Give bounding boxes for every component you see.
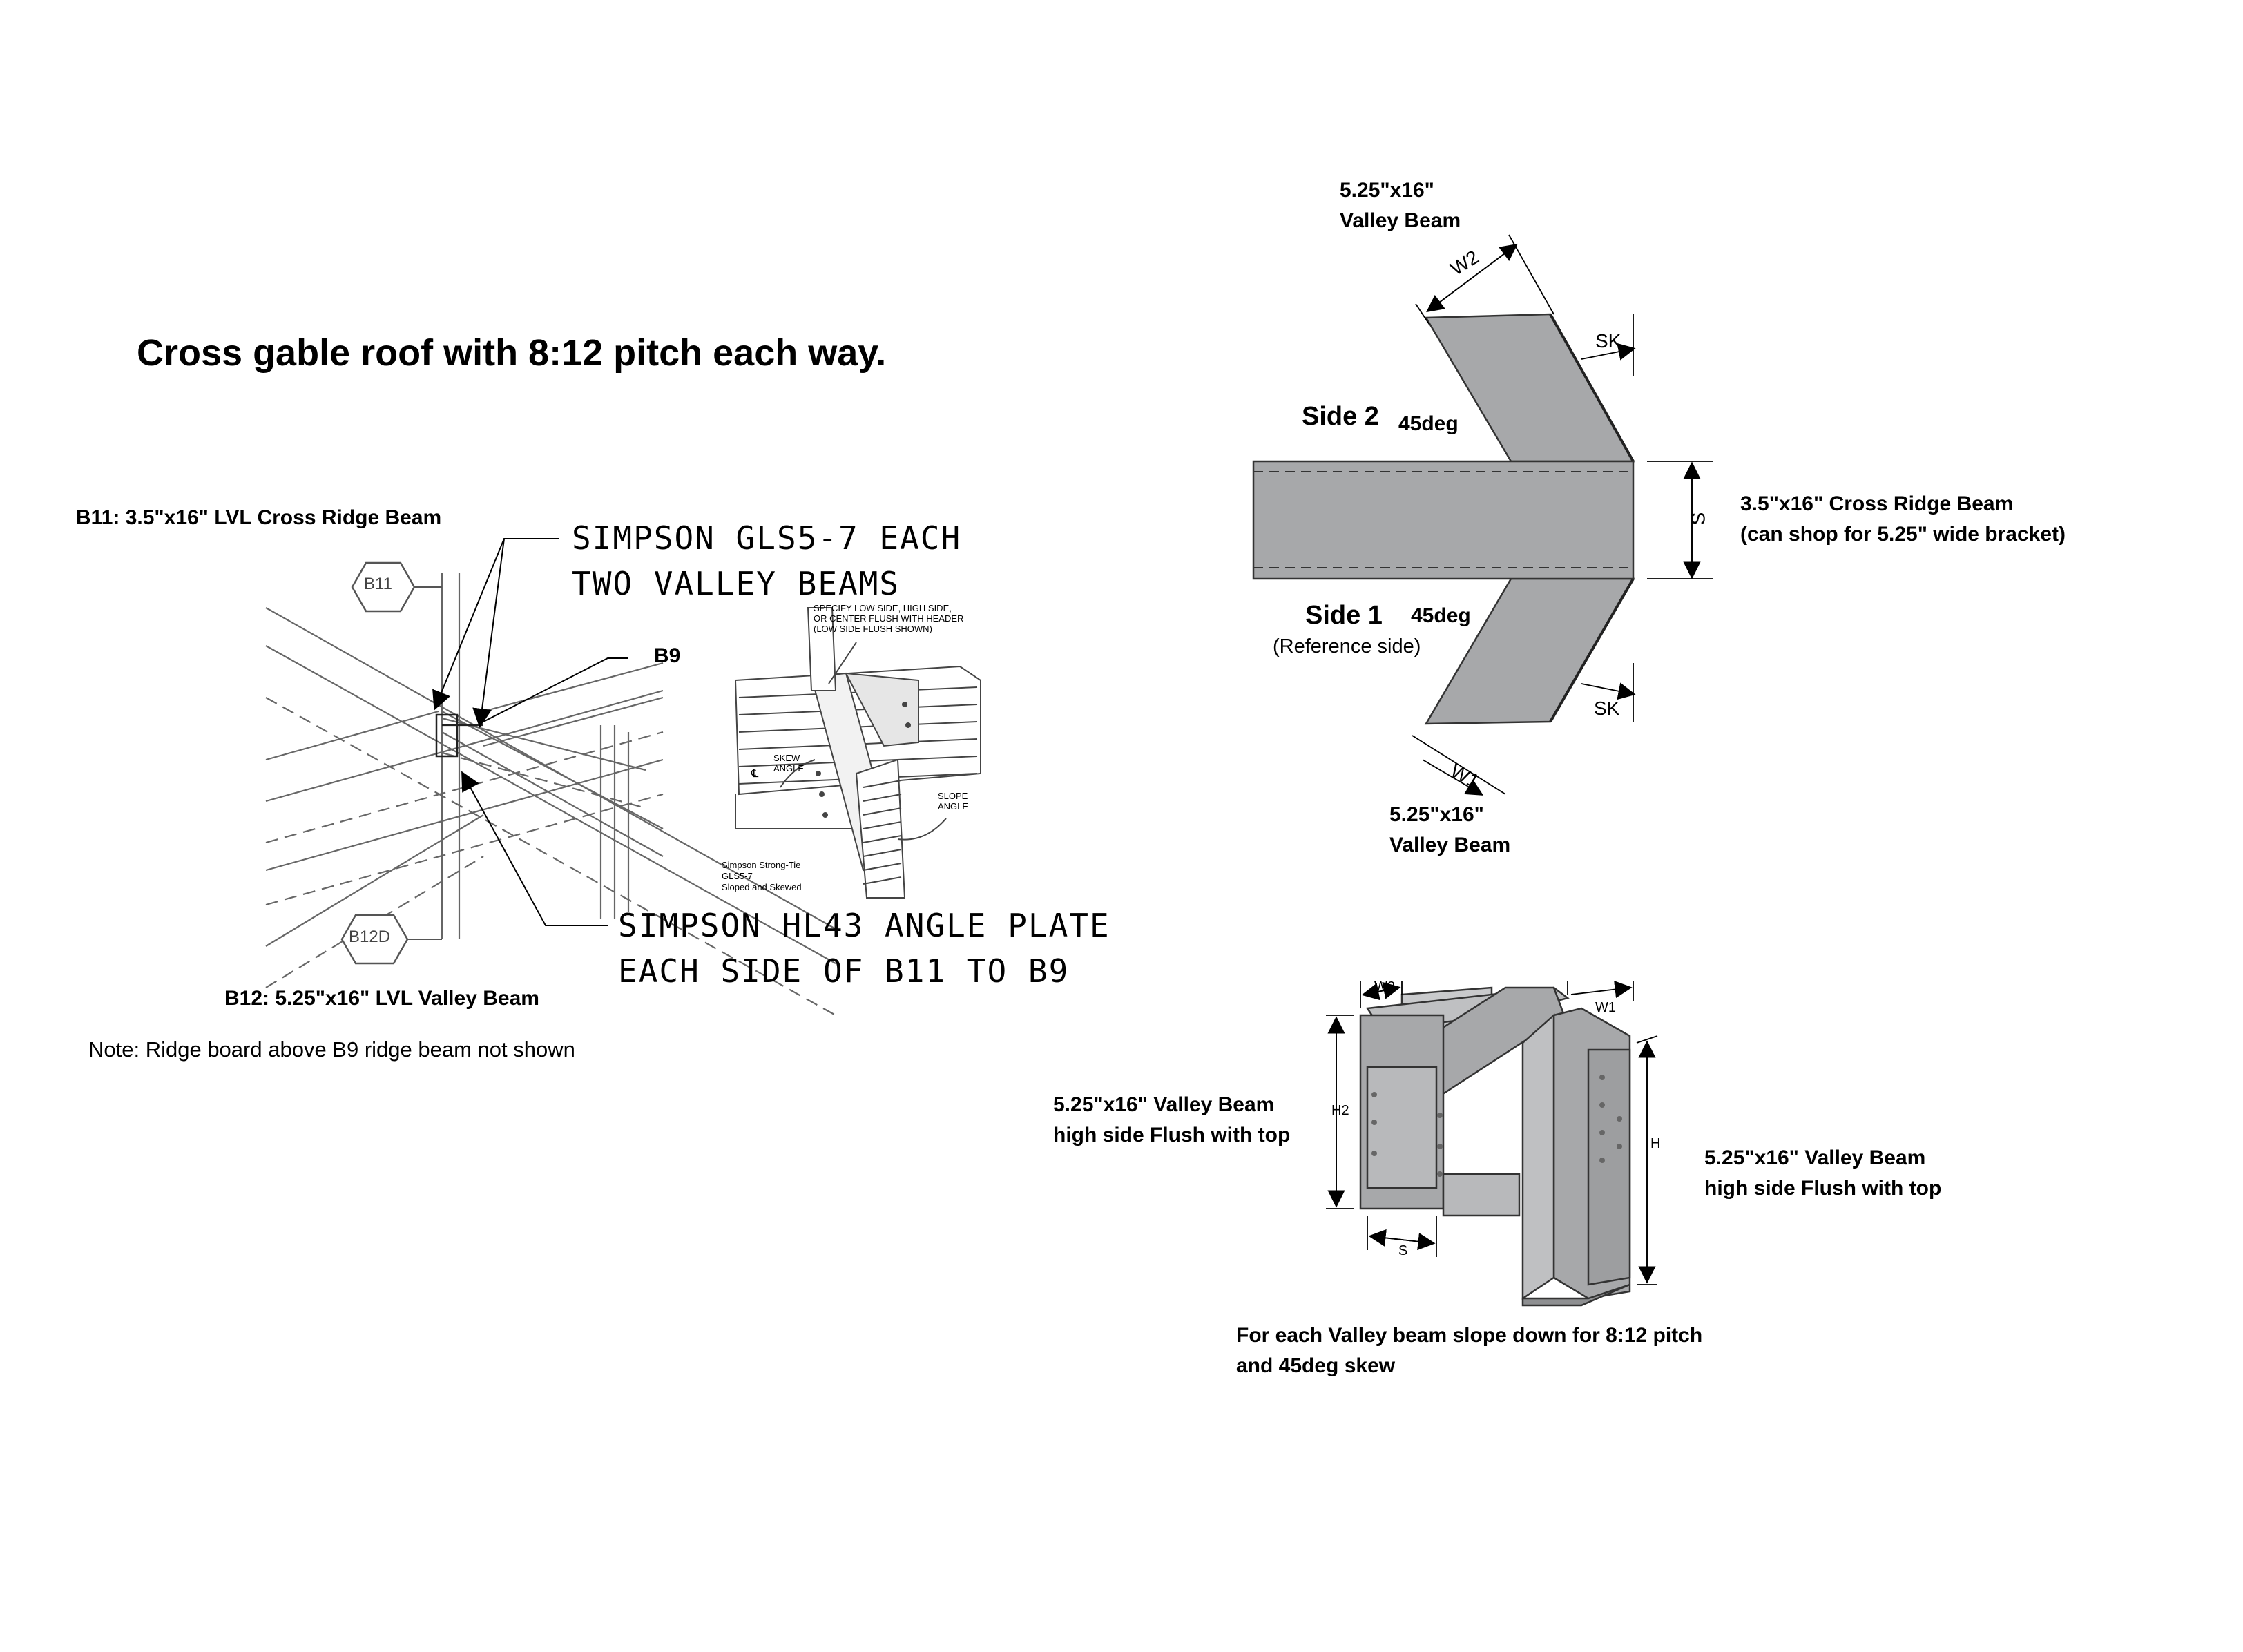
side1-label: Side 1 — [1305, 601, 1383, 630]
b11-tag-text: B11 — [364, 575, 392, 593]
top-valley-line1: 5.25"x16" — [1340, 179, 1434, 202]
sk-bottom-dimension: SK — [1594, 698, 1620, 719]
slope-instruction-label: For each Valley beam slope down for 8:12… — [1236, 1320, 1702, 1381]
inset-spec-line1: SPECIFY LOW SIDE, HIGH SIDE, — [814, 603, 952, 613]
s-dimension-3d: S — [1398, 1243, 1408, 1258]
slope-instruction-line1: For each Valley beam slope down for 8:12… — [1236, 1324, 1703, 1347]
b11-label: B11: 3.5"x16" LVL Cross Ridge Beam — [76, 506, 442, 529]
sk-top-dimension: SK — [1595, 330, 1621, 352]
inset-caption-line3: Sloped and Skewed — [722, 882, 802, 892]
callout-leaders — [432, 538, 628, 926]
b9-label: B9 — [654, 644, 681, 667]
bottom-valley-label: 5.25"x16" Valley Beam — [1389, 800, 1510, 861]
w1-dimension-3d: W1 — [1595, 1000, 1616, 1015]
page-title: Cross gable roof with 8:12 pitch each wa… — [137, 332, 887, 374]
inset-skew-line2: ANGLE — [773, 763, 805, 774]
gls-callout-line2: TWO VALLEY BEAMS — [572, 565, 901, 602]
gls-inset-illustration — [734, 607, 981, 899]
bracket-holes — [1371, 1075, 1622, 1177]
inset-slope-line1: SLOPE — [938, 791, 968, 801]
top-valley-line2: Valley Beam — [1340, 209, 1461, 232]
inset-centerline: ℄ — [751, 768, 759, 780]
b12-tag-text: B12D — [349, 928, 391, 946]
top-dimensions — [1412, 234, 1713, 796]
h2-dimension-3d: H2 — [1331, 1103, 1349, 1118]
side2-degree: 45deg — [1398, 412, 1459, 435]
inset-skew-line1: SKEW — [773, 753, 800, 763]
bottom-valley-line1: 5.25"x16" — [1389, 803, 1484, 826]
right-valley-flush-line2: high side Flush with top — [1704, 1177, 1942, 1200]
left-valley-flush-line2: high side Flush with top — [1053, 1124, 1291, 1146]
bottom-bracket-3d — [1359, 986, 1631, 1307]
right-valley-flush-label: 5.25"x16" Valley Beam high side Flush wi… — [1704, 1143, 1941, 1204]
top-bracket-plan — [1252, 313, 1635, 725]
b12-label: B12: 5.25"x16" LVL Valley Beam — [224, 987, 539, 1010]
bottom-valley-line2: Valley Beam — [1389, 834, 1511, 856]
right-valley-flush-line1: 5.25"x16" Valley Beam — [1704, 1146, 1926, 1169]
inset-slope-angle: SLOPE ANGLE — [938, 791, 968, 811]
reference-side: (Reference side) — [1273, 635, 1421, 657]
top-valley-label: 5.25"x16" Valley Beam — [1340, 175, 1461, 236]
inset-spec-line2: OR CENTER FLUSH WITH HEADER — [814, 613, 964, 624]
side1-degree: 45deg — [1411, 604, 1471, 627]
inset-caption: Simpson Strong-Tie GLS5-7 Sloped and Ske… — [722, 860, 802, 893]
w2-dimension-3d: W2 — [1374, 979, 1395, 995]
hl-callout-line2: EACH SIDE OF B11 TO B9 — [618, 952, 1070, 990]
ridge-seat — [1252, 460, 1635, 580]
left-valley-flush-label: 5.25"x16" Valley Beam high side Flush wi… — [1053, 1090, 1290, 1151]
inset-spec-note: SPECIFY LOW SIDE, HIGH SIDE, OR CENTER F… — [814, 603, 963, 634]
inset-slope-line2: ANGLE — [938, 801, 969, 811]
inset-caption-line1: Simpson Strong-Tie — [722, 860, 801, 870]
inset-spec-line3: (LOW SIDE FLUSH SHOWN) — [814, 624, 932, 634]
ridge-note: Note: Ridge board above B9 ridge beam no… — [88, 1037, 575, 1062]
inset-skew-angle: SKEW ANGLE — [773, 753, 804, 774]
side2-label: Side 2 — [1302, 402, 1379, 431]
cross-ridge-label: 3.5"x16" Cross Ridge Beam (can shop for … — [1740, 489, 2066, 550]
s-dimension-top: S — [1687, 512, 1709, 526]
hl-callout-line1: SIMPSON HL43 ANGLE PLATE — [618, 907, 1110, 944]
cross-ridge-line1: 3.5"x16" Cross Ridge Beam — [1740, 492, 2014, 515]
bottom-dimensions — [1326, 981, 1658, 1285]
left-valley-flush-line1: 5.25"x16" Valley Beam — [1053, 1093, 1275, 1116]
h-dimension-3d: H — [1650, 1136, 1661, 1151]
gls-callout-line1: SIMPSON GLS5-7 EACH — [572, 519, 962, 557]
slope-instruction-line2: and 45deg skew — [1236, 1354, 1396, 1377]
inset-caption-line2: GLS5-7 — [722, 871, 753, 881]
cross-ridge-line2: (can shop for 5.25" wide bracket) — [1740, 523, 2066, 546]
